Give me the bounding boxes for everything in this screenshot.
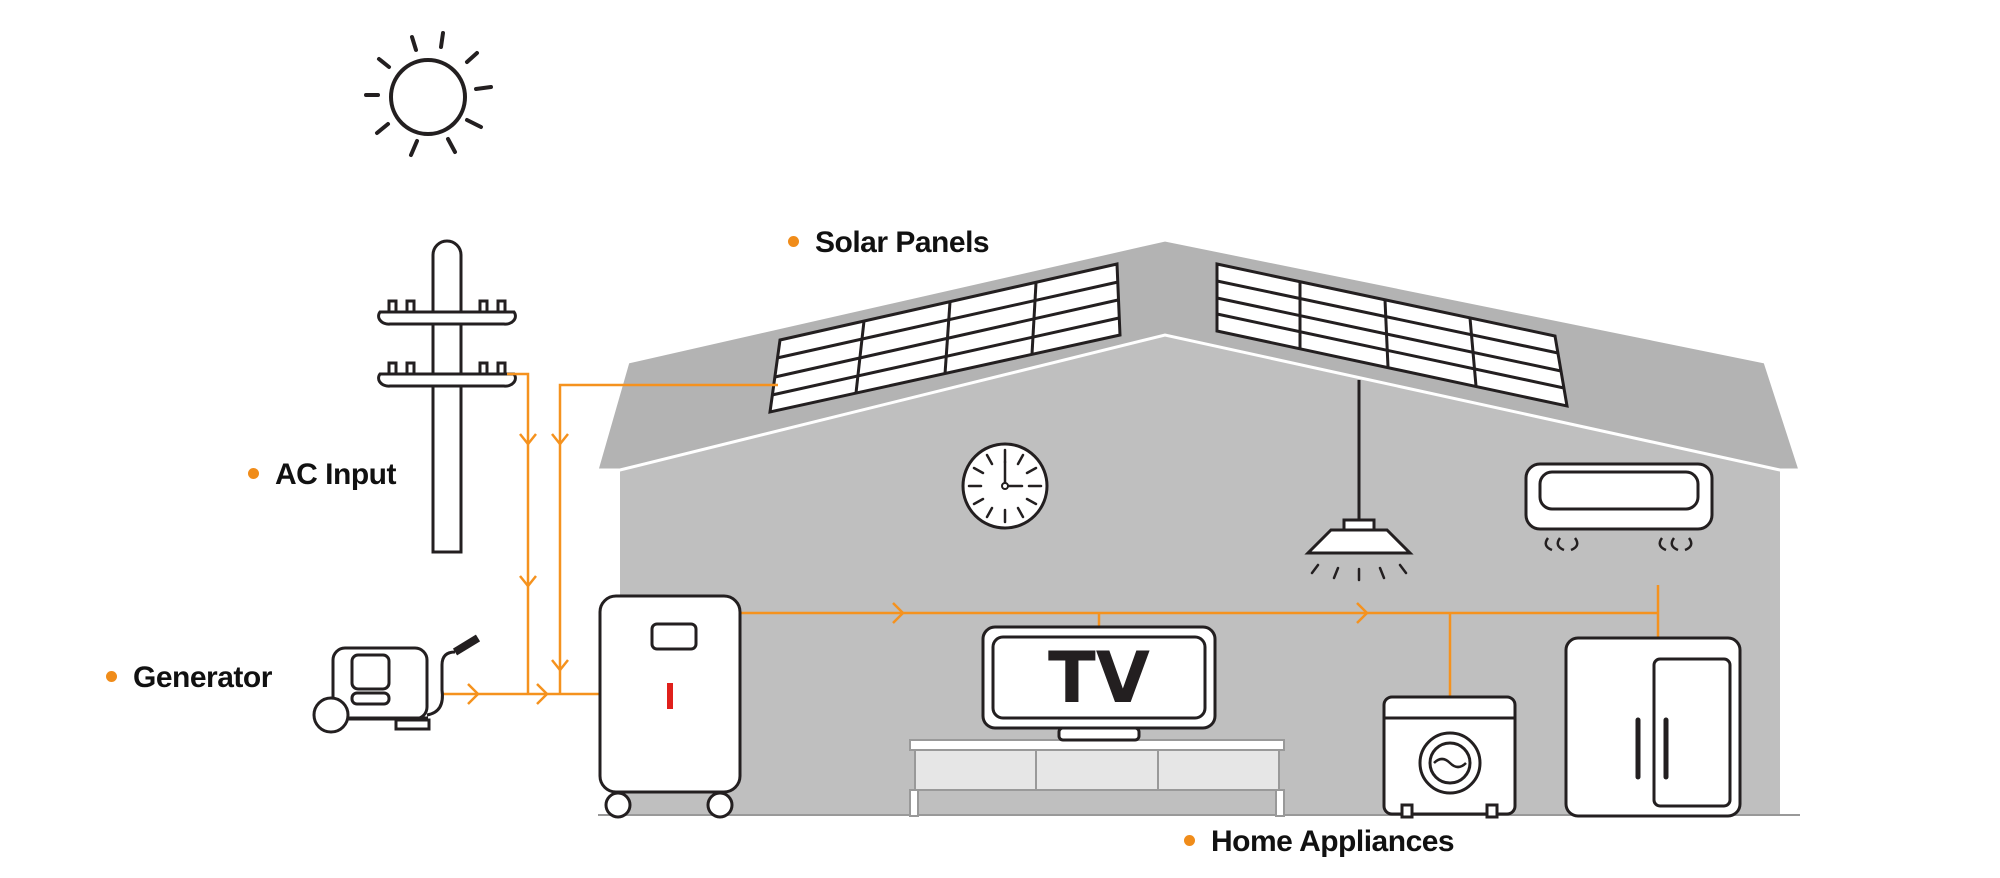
power-station-icon	[598, 594, 742, 819]
tv-stand-icon	[909, 739, 1285, 817]
flow-arrow	[467, 683, 480, 705]
generator-icon	[312, 634, 481, 734]
label-dot	[248, 467, 259, 479]
generator-text: Generator	[133, 661, 272, 694]
solar-panel-icon	[1215, 262, 1569, 408]
tv-label: TV	[1048, 637, 1150, 719]
ac-input-label: AC Input	[248, 458, 396, 492]
sun-icon	[364, 31, 493, 157]
home-appliances-text: Home Appliances	[1211, 825, 1455, 858]
flow-arrow	[519, 433, 537, 447]
pendant-lamp-icon	[1304, 380, 1414, 582]
solar-panels-label: Solar Panels	[788, 226, 990, 260]
flow-arrow	[551, 433, 569, 447]
solar-panels-text: Solar Panels	[815, 226, 990, 259]
label-dot	[106, 670, 117, 682]
flow-arrow	[1356, 602, 1369, 624]
solar-panel-icon	[768, 262, 1122, 414]
flow-arrow	[519, 575, 537, 589]
washing-machine-icon	[1382, 695, 1517, 819]
generator-label: Generator	[106, 661, 272, 695]
flow-arrow	[551, 659, 569, 673]
energy-flow-lines	[442, 372, 1660, 705]
label-dot	[1184, 834, 1195, 846]
solar-flow-line	[558, 383, 778, 694]
refrigerator-icon	[1564, 636, 1742, 818]
label-dot	[788, 235, 799, 247]
clock-icon	[961, 442, 1049, 530]
utility-pole-icon	[377, 239, 517, 554]
flow-arrow	[892, 602, 905, 624]
ac-input-flow-line	[507, 372, 530, 694]
air-conditioner-icon	[1524, 462, 1714, 552]
tv-icon	[981, 625, 1217, 742]
home-appliances-label: Home Appliances	[1184, 825, 1455, 859]
ac-input-text: AC Input	[275, 458, 396, 491]
house-wall	[620, 335, 1780, 815]
flow-arrow	[536, 683, 549, 705]
